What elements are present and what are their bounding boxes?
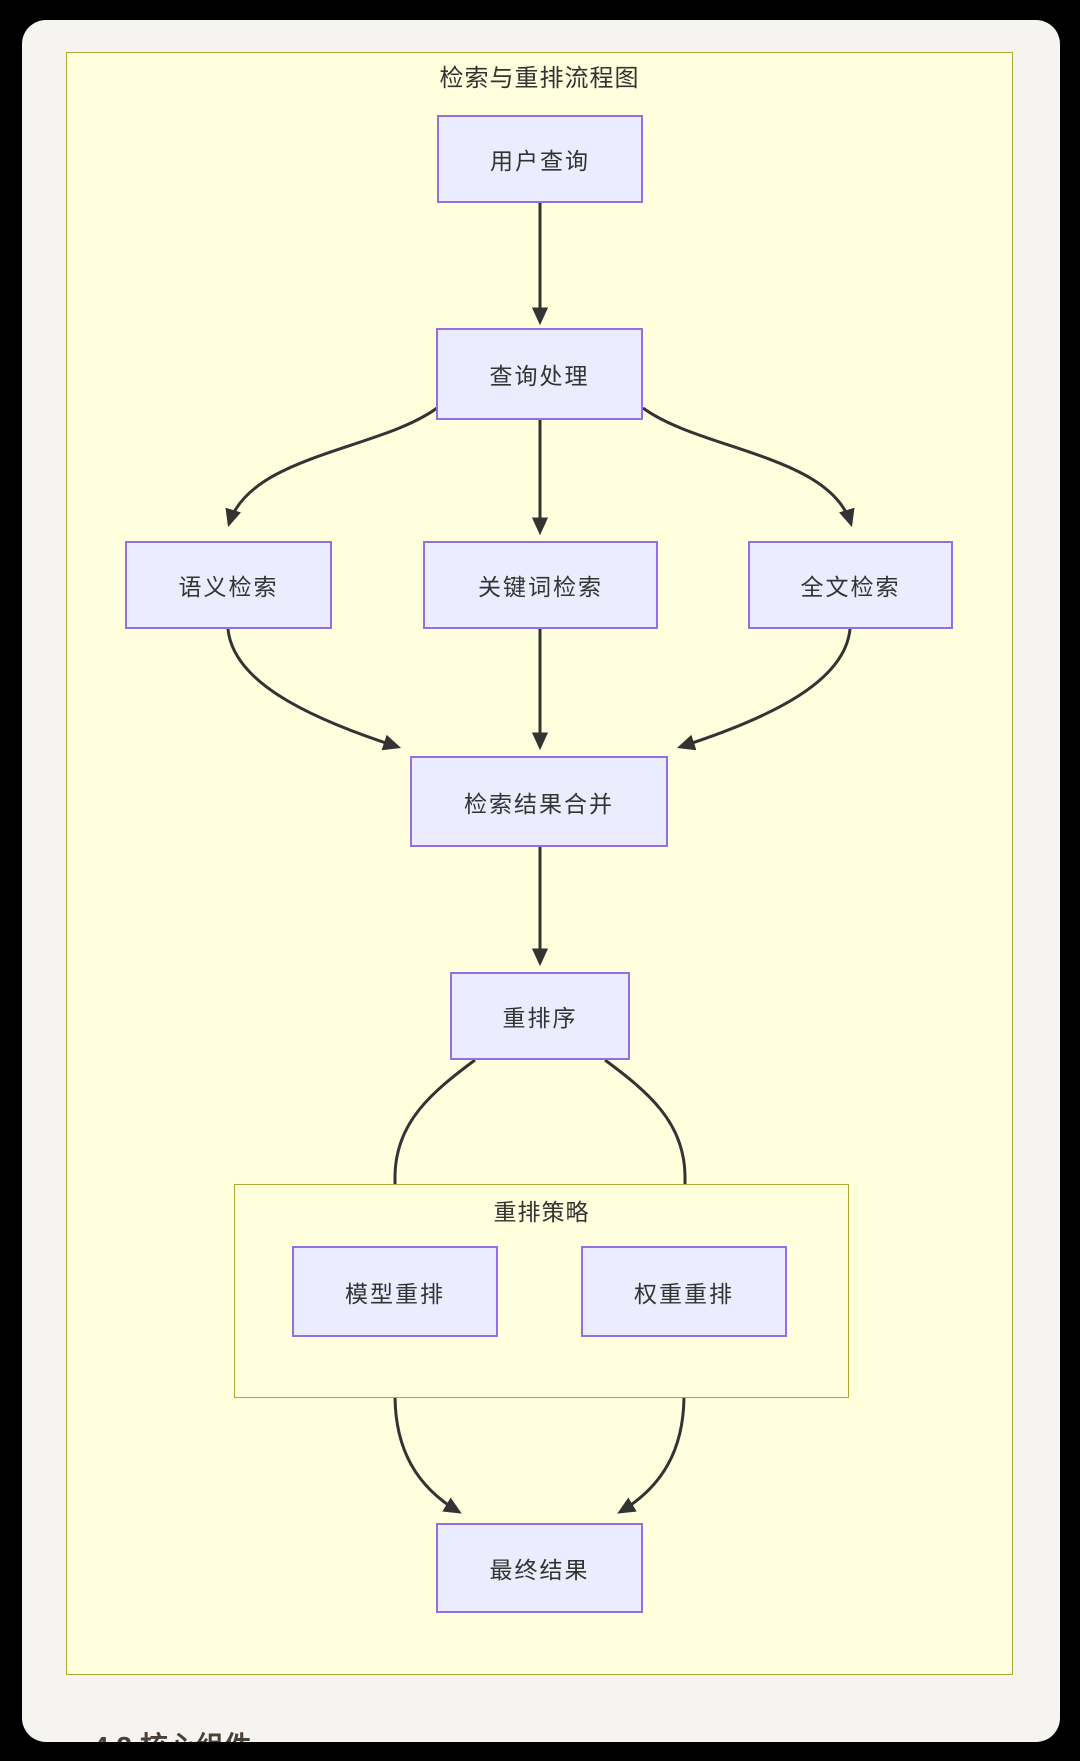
node-user-query: 用户查询 (437, 115, 643, 203)
node-keyword-search: 关键词检索 (423, 541, 658, 629)
node-model-rerank: 模型重排 (292, 1246, 498, 1337)
node-fulltext-search: 全文检索 (748, 541, 953, 629)
node-rerank: 重排序 (450, 972, 630, 1060)
node-query-processing: 查询处理 (436, 328, 643, 420)
diagram-title: 检索与重排流程图 (439, 65, 640, 92)
flowchart-panel (66, 52, 1013, 1675)
subgraph-label: 重排策略 (493, 1199, 590, 1225)
section-heading: 4.2 核心组件 (93, 1725, 252, 1742)
node-final-result: 最终结果 (436, 1523, 643, 1613)
node-merge-results: 检索结果合并 (410, 756, 668, 847)
document-card: 检索与重排流程图 重排策略 用户查询 查询处理 语义检索 关键词检索 全文检索 … (22, 20, 1060, 1742)
node-semantic-search: 语义检索 (125, 541, 332, 629)
node-weight-rerank: 权重重排 (581, 1246, 787, 1337)
